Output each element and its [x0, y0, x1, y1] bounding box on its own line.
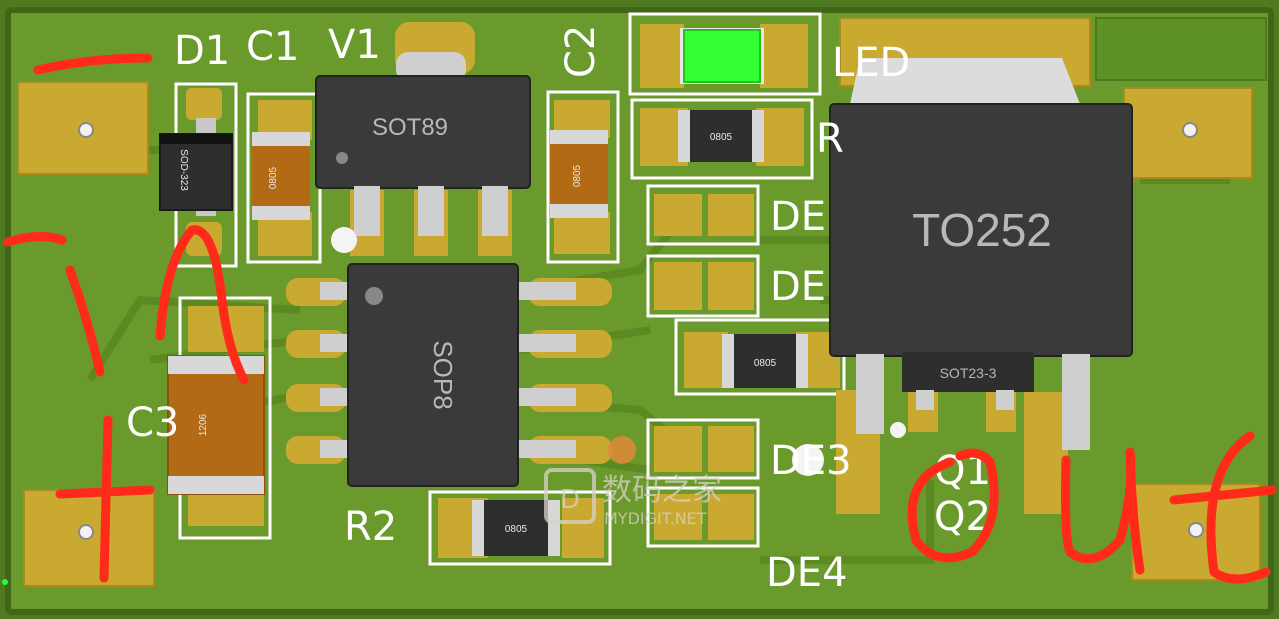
- de-mid-size-label: 0805: [754, 358, 777, 369]
- handwritten-annotations: [3, 53, 1277, 584]
- label-c3: C3: [126, 400, 179, 446]
- label-led: LED: [832, 40, 910, 86]
- resistor-de-mid: 0805: [722, 334, 808, 388]
- capacitor-c2: 0805: [550, 130, 608, 218]
- sod323-label: SOD-323: [178, 149, 189, 191]
- plus-stroke: [55, 415, 155, 583]
- transistor-q1: SOT23-3: [902, 352, 1034, 410]
- minus-stroke: [33, 53, 153, 75]
- origin-marker: [2, 579, 8, 585]
- label-v1: V1: [328, 22, 381, 68]
- label-de3: DE3: [770, 438, 852, 484]
- capacitor-c1: 0805: [252, 132, 310, 220]
- orange-marker: [608, 436, 636, 464]
- label-d1: D1: [174, 28, 230, 74]
- silk-labels: D1 C1 V1 C2 LED R DE DE DE3 DE4 C3 R2 Q1…: [126, 22, 991, 596]
- led-indicator: [680, 28, 764, 84]
- r2-size-label: 0805: [505, 524, 528, 535]
- c2-size-label: 0805: [572, 164, 583, 187]
- watermark-cn: 数码之家: [602, 473, 722, 508]
- capacitor-c3: 1206: [167, 355, 265, 495]
- resistor-r2: 0805: [472, 500, 560, 556]
- in-stroke-n: [155, 225, 249, 385]
- watermark: D 数码之家 MYDIGIT.NET: [544, 468, 722, 528]
- label-r-partial: R: [816, 116, 844, 162]
- label-de2: DE: [770, 264, 826, 310]
- c1206-label: 1206: [198, 413, 209, 436]
- regulator-v1: SOT89: [315, 52, 531, 236]
- vias: [331, 227, 906, 476]
- terminal-pads: [17, 17, 1267, 587]
- to252-label: TO252: [912, 204, 1052, 256]
- sot89-label: SOT89: [372, 114, 448, 141]
- label-c2: C2: [558, 25, 604, 78]
- label-c1: C1: [246, 24, 299, 70]
- r1-size-label: 0805: [710, 132, 733, 143]
- c1-size-label: 0805: [268, 166, 279, 189]
- mount-holes: [78, 122, 1204, 540]
- ic-sop8: SOP8: [320, 263, 576, 487]
- label-de4: DE4: [766, 550, 848, 596]
- sop8-label: SOP8: [428, 340, 458, 409]
- watermark-logo: [544, 468, 596, 524]
- in-stroke-i: [3, 232, 105, 377]
- out-u-stroke: [1061, 447, 1145, 575]
- out-t-stroke: [1169, 431, 1277, 584]
- watermark-en: MYDIGIT.NET: [604, 509, 707, 528]
- label-de1: DE: [770, 194, 826, 240]
- out-o-stroke: [907, 448, 999, 563]
- label-r2: R2: [344, 504, 397, 550]
- watermark-logo-mark: D: [560, 485, 580, 515]
- diode-d1: SOD-323: [159, 118, 233, 216]
- sot23-label: SOT23-3: [940, 365, 997, 381]
- resistor-r1: 0805: [678, 110, 764, 162]
- mosfet-to252: TO252: [829, 58, 1133, 450]
